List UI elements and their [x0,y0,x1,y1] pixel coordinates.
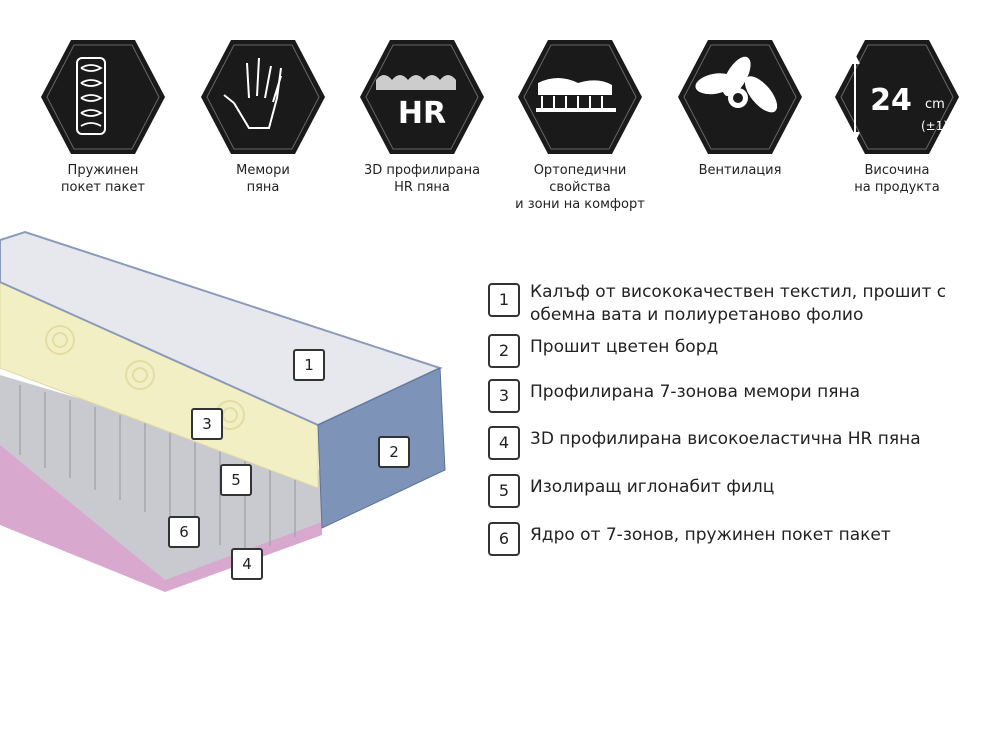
feature-fan: Вентилация [665,38,815,179]
callout-1: 1 [293,349,325,381]
legend-number: 5 [488,474,520,508]
spring-core-layer [0,375,322,580]
callout-6: 6 [168,516,200,548]
feature-orthopedic: Ортопедични свойства и зони на комфорт [505,38,655,213]
callout-2: 2 [378,436,410,468]
feature-label: Ортопедични свойства и зони на комфорт [515,163,645,212]
legend-text: Калъф от висококачествен текстил, прошит… [530,282,947,325]
legend-number: 4 [488,426,520,460]
fan-icon [678,40,802,154]
feature-hand: Мемори пяна [188,38,338,196]
legend-text: Прошит цветен борд [530,337,719,357]
spring-icon [41,40,165,154]
callout-3: 3 [191,408,223,440]
springs [19,385,296,555]
legend-number: 6 [488,522,520,556]
legend-text: Ядро от 7-зонов, пружинен покет пакет [530,525,891,545]
height-unit: cm [925,97,945,112]
legend-number: 2 [488,334,520,368]
legend-text: Изолиращ иглонабит филц [530,477,775,497]
hr-text: HR [398,96,446,131]
orthopedic-icon [518,40,642,154]
hr-foam-icon: HR [360,40,484,154]
hand-icon [201,40,325,154]
feature-label: Вентилация [698,163,782,178]
legend-number: 1 [488,283,520,317]
callout-5: 5 [220,464,252,496]
legend-text: 3D профилирана високоеластична HR пяна [530,429,921,449]
height-icon: 24 cm (±1) [835,40,959,154]
feature-label: 3D профилирана HR пяна [363,163,481,195]
feature-label: Мемори пяна [236,163,290,195]
legend-number: 3 [488,379,520,413]
legend-text: Профилирана 7-зонова мемори пяна [530,382,860,402]
height-value: 24 [870,83,912,118]
feature-spring: Пружинен покет пакет [28,38,178,196]
feature-height: 24 cm (±1) Височина на продукта [822,38,972,196]
callout-4: 4 [231,548,263,580]
feature-hr-foam: HR 3D профилирана HR пяна [347,38,497,196]
feature-label: Пружинен покет пакет [61,163,145,195]
feature-label: Височина на продукта [854,163,940,195]
mattress-illustration [0,230,446,592]
height-tolerance: (±1) [921,119,948,133]
